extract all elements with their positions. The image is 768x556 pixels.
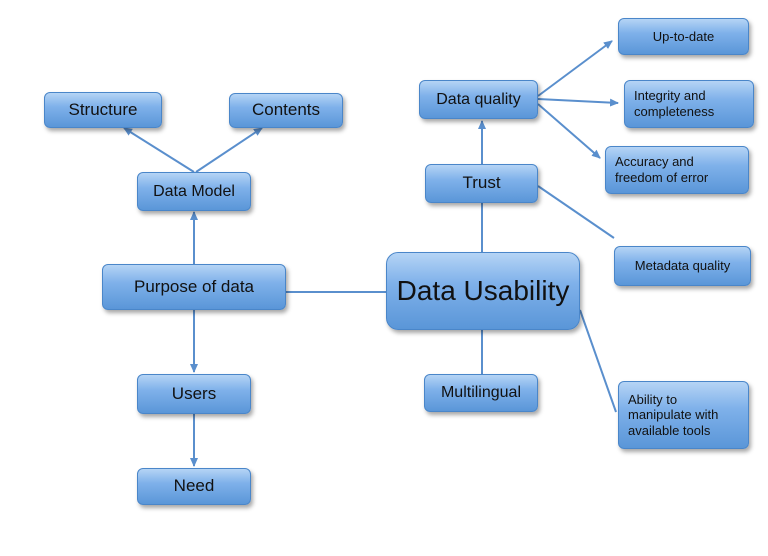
node-data-usability-label: Data Usability (396, 275, 570, 307)
node-users-label: Users (171, 383, 217, 403)
link-trust-metadata (537, 185, 615, 239)
link-dataquality-accuracy (537, 103, 601, 159)
link-datamodel-contents (195, 127, 263, 173)
node-need-label: Need (173, 476, 215, 496)
node-structure[interactable]: Structure (44, 92, 162, 128)
node-integrity-label: Integrity and completeness (634, 88, 715, 119)
link-usability-ability (579, 309, 617, 413)
node-accuracy-label: Accuracy and freedom of error (615, 154, 709, 185)
node-users[interactable]: Users (137, 374, 251, 414)
node-data-quality-label: Data quality (436, 90, 521, 108)
node-metadata-quality-label: Metadata quality (634, 258, 731, 274)
node-ability-to-manipulate[interactable]: Ability to manipulate with available too… (618, 381, 749, 449)
node-ability-label: Ability to manipulate with available too… (628, 391, 719, 438)
node-metadata-quality[interactable]: Metadata quality (614, 246, 751, 286)
node-up-to-date-label: Up-to-date (652, 28, 715, 44)
node-contents[interactable]: Contents (229, 93, 343, 128)
node-contents-label: Contents (251, 100, 321, 120)
node-data-quality[interactable]: Data quality (419, 80, 538, 119)
node-integrity-and-completeness[interactable]: Integrity and completeness (624, 80, 754, 128)
node-purpose-of-data-label: Purpose of data (133, 276, 255, 296)
link-dataquality-uptodate (537, 40, 613, 97)
node-accuracy-and-freedom-of-error[interactable]: Accuracy and freedom of error (605, 146, 749, 194)
node-purpose-of-data[interactable]: Purpose of data (102, 264, 286, 310)
node-up-to-date[interactable]: Up-to-date (618, 18, 749, 55)
node-data-usability[interactable]: Data Usability (386, 252, 580, 330)
node-trust-label: Trust (462, 173, 501, 193)
node-structure-label: Structure (68, 99, 138, 119)
node-multilingual-label: Multilingual (440, 384, 522, 402)
node-multilingual[interactable]: Multilingual (424, 374, 538, 412)
node-data-model-label: Data Model (153, 182, 235, 200)
link-datamodel-structure (123, 127, 195, 173)
node-data-model[interactable]: Data Model (137, 172, 251, 211)
node-need[interactable]: Need (137, 468, 251, 505)
node-trust[interactable]: Trust (425, 164, 538, 203)
link-dataquality-integrity (537, 98, 619, 107)
